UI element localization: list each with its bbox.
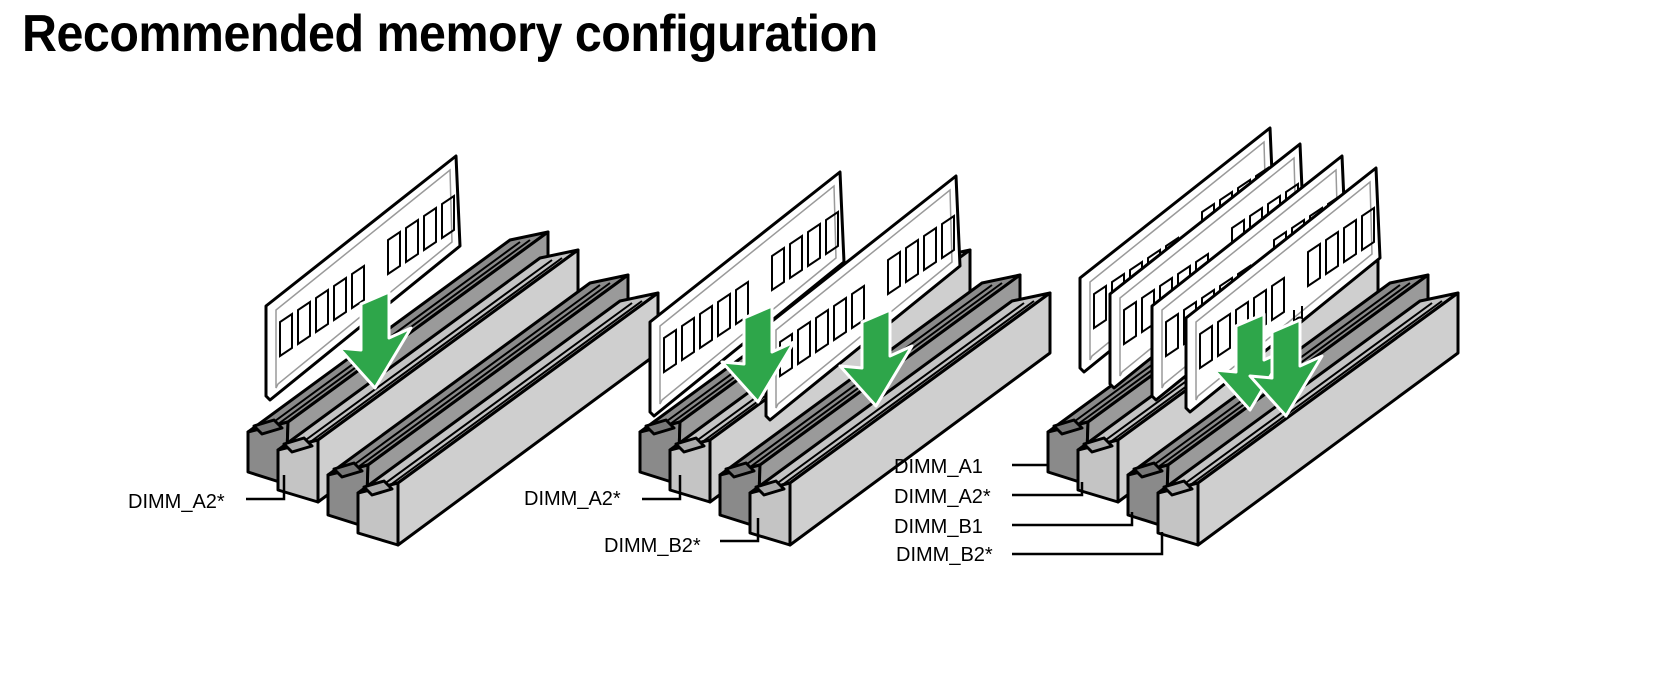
- config-four-modules: DIMM_A1 DIMM_A2* DIMM_B1 DIMM_B2*: [894, 126, 1460, 566]
- leader-line: [642, 475, 682, 501]
- config-one-module: DIMM_A2*: [128, 154, 660, 547]
- label-dimm-a2: DIMM_A2*: [524, 488, 621, 510]
- label-dimm-a2: DIMM_A2*: [128, 491, 225, 513]
- label-dimm-b2: DIMM_B2*: [896, 544, 993, 566]
- label-dimm-a1: DIMM_A1: [894, 456, 983, 478]
- label-dimm-a2: DIMM_A2*: [894, 486, 991, 508]
- config-two-modules: DIMM_A2* DIMM_B2*: [524, 170, 1052, 557]
- leader-line: [1012, 482, 1084, 497]
- label-dimm-b1: DIMM_B1: [894, 516, 983, 538]
- page-title: Recommended memory configuration: [22, 5, 878, 63]
- leader-line: [1012, 532, 1164, 556]
- leader-line: [246, 475, 286, 501]
- label-dimm-b2: DIMM_B2*: [604, 535, 701, 557]
- leader-line: [1012, 512, 1134, 527]
- leader-line: [720, 518, 760, 543]
